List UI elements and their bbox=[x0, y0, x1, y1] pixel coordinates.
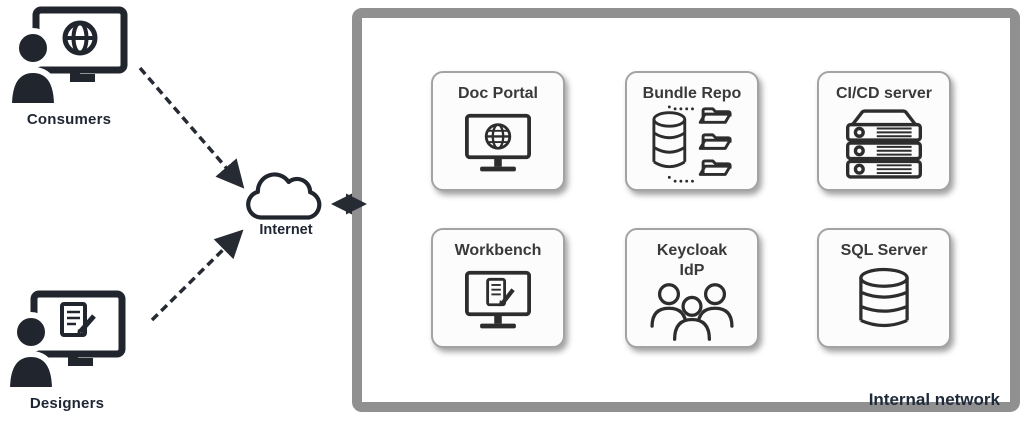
card-cicd-server: CI/CD server bbox=[817, 71, 951, 191]
actor-designers: Designers bbox=[2, 288, 132, 412]
monitor-edit-icon bbox=[465, 270, 531, 328]
card-cicd-server-title: CI/CD server bbox=[835, 85, 933, 102]
person-silhouette bbox=[3, 312, 59, 393]
actor-consumers: Consumers bbox=[4, 4, 134, 128]
internet-label: Internet bbox=[259, 222, 313, 238]
card-bundle-repo-title: Bundle Repo bbox=[642, 85, 742, 102]
cloud-icon bbox=[246, 172, 322, 220]
card-keycloak-idp: Keycloak IdP bbox=[625, 228, 759, 348]
connector-designers-internet bbox=[150, 229, 244, 322]
card-sql-server-title: SQL Server bbox=[840, 242, 928, 259]
card-workbench: Workbench bbox=[431, 228, 565, 348]
server-stack-icon bbox=[845, 108, 923, 179]
card-bundle-repo: Bundle Repo bbox=[625, 71, 759, 191]
boundary-label: Internal network bbox=[868, 390, 1000, 409]
actor-designers-label: Designers bbox=[29, 395, 105, 412]
document-edit-glyph bbox=[60, 302, 96, 337]
card-doc-portal: Doc Portal bbox=[431, 71, 565, 191]
card-workbench-title: Workbench bbox=[454, 242, 542, 259]
globe-glyph bbox=[62, 20, 98, 56]
internal-network-boundary bbox=[352, 8, 1020, 412]
users-group-icon bbox=[650, 283, 734, 341]
dotted-links bbox=[667, 105, 694, 183]
connector-consumers-internet bbox=[138, 66, 245, 189]
card-doc-portal-title: Doc Portal bbox=[457, 85, 538, 102]
card-keycloak-idp-title: Keycloak IdP bbox=[656, 242, 728, 279]
actor-consumers-label: Consumers bbox=[26, 111, 112, 128]
internet-node: Internet bbox=[236, 168, 336, 238]
user-browsing-monitor-icon bbox=[5, 6, 128, 109]
folder-glyphs bbox=[698, 107, 732, 176]
user-editing-monitor-icon bbox=[3, 290, 126, 393]
database-folders-icon bbox=[652, 105, 732, 183]
database-icon bbox=[859, 267, 909, 327]
person-silhouette bbox=[5, 28, 61, 109]
monitor-globe-icon bbox=[465, 113, 531, 171]
card-sql-server: SQL Server bbox=[817, 228, 951, 348]
